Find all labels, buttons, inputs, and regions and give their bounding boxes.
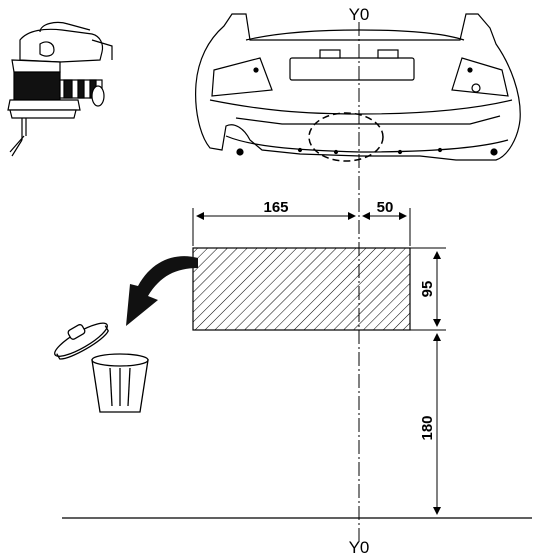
cut-area-rectangle [192,247,411,331]
dimension-label-180: 180 [419,415,436,440]
dimension-right [410,247,446,515]
jigsaw-icon [7,21,113,157]
axis-label-top: Y0 [349,5,370,24]
cut-zone-marker [308,112,384,162]
dimension-label-165: 165 [263,199,288,216]
discard-arrow-icon [126,256,198,326]
bumper-drawing [195,13,521,162]
dimension-label-95: 95 [419,281,436,298]
dimension-top [192,208,411,246]
trash-bin-icon [54,322,149,413]
axis-label-bottom: Y0 [349,538,370,556]
dimension-label-50: 50 [377,199,394,216]
